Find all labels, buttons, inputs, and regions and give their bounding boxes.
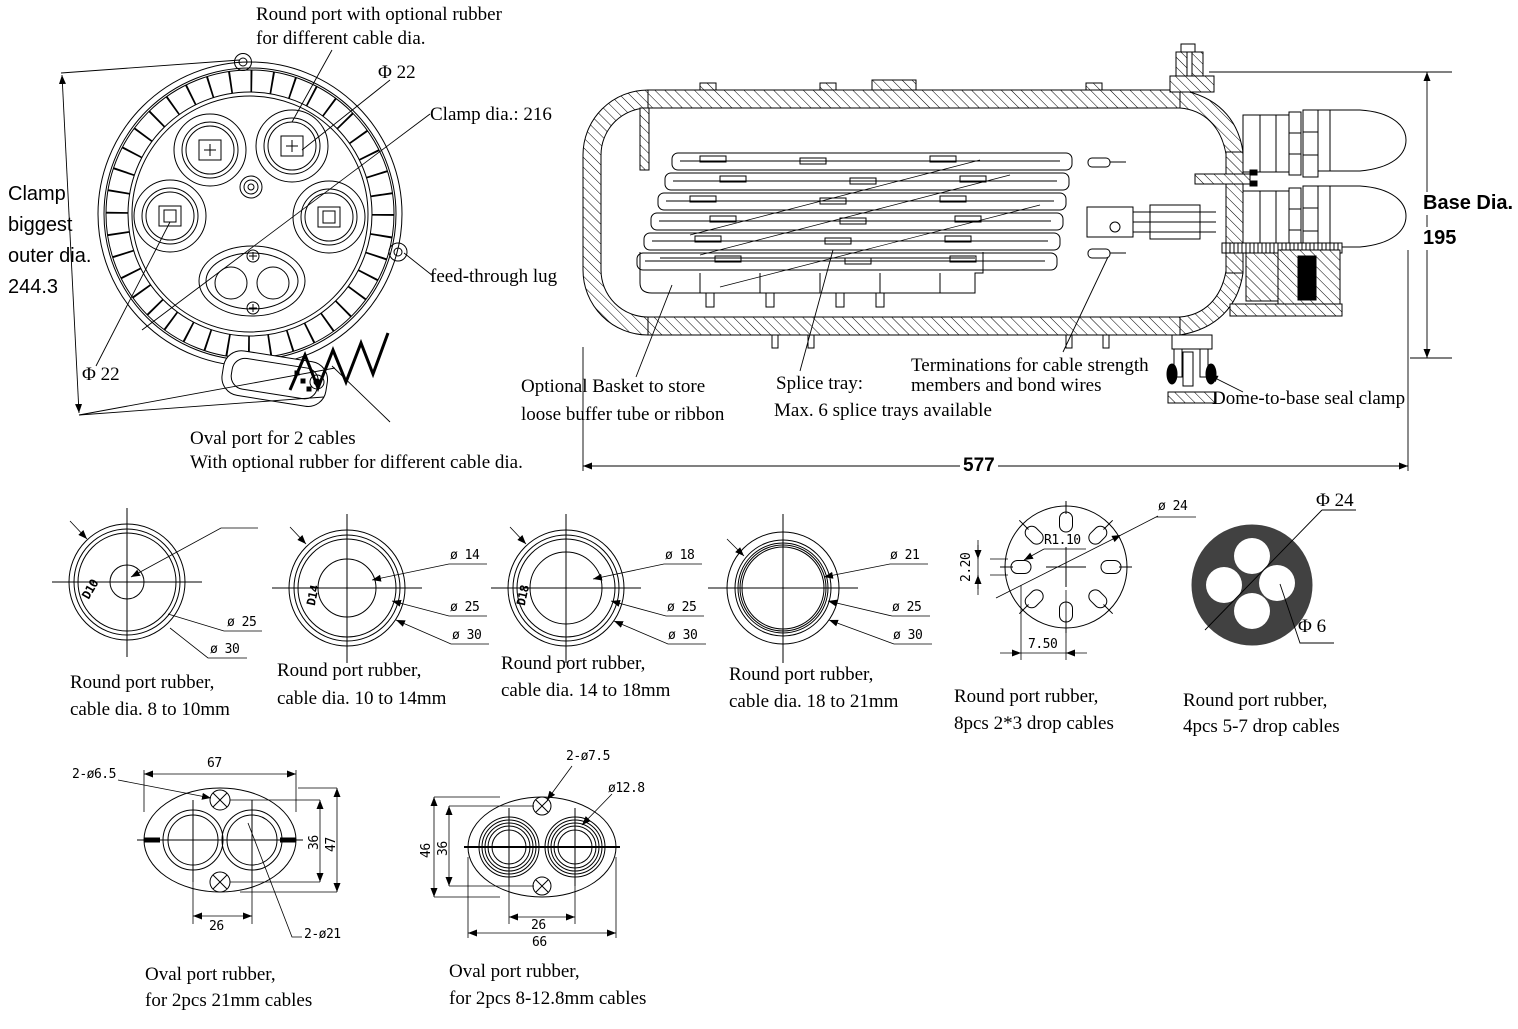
oval1-h36-dim: 36	[307, 835, 322, 850]
front-feed-through-label: feed-through lug	[430, 266, 558, 287]
side-splice-label-1: Splice tray:	[776, 373, 864, 394]
oval1-spacing-dim: 26	[209, 919, 224, 934]
rubber4-dim-25: ø 25	[892, 600, 922, 615]
rubber5-caption-1: Round port rubber,	[954, 686, 1099, 707]
rubber5-caption-2: 8pcs 2*3 drop cables	[954, 713, 1114, 734]
rubber5-dim-750: 7.50	[1028, 637, 1058, 652]
rubber-18-21	[708, 514, 932, 663]
rubber6-dim-6: Φ 6	[1298, 616, 1327, 637]
side-basket-label-2: loose buffer tube or ribbon	[521, 404, 725, 425]
oval2-screw-dim: 2-ø7.5	[566, 749, 610, 764]
front-oval-port-label-1: Oval port for 2 cables	[190, 428, 356, 449]
rubber2-caption-1: Round port rubber,	[277, 660, 422, 681]
oval1-h47-dim: 47	[324, 837, 339, 852]
rubber1-dim-30: ø 30	[210, 642, 240, 657]
rubber3-caption-2: cable dia. 14 to 18mm	[501, 680, 671, 701]
rubber-8-10	[52, 508, 262, 658]
rubber6-caption-1: Round port rubber,	[1183, 690, 1328, 711]
oval1-caption-1: Oval port rubber,	[145, 964, 276, 985]
oval1-bore-dim: 2-ø21	[304, 927, 341, 942]
rubber-10-14	[272, 514, 489, 663]
front-oval-port-label-2: With optional rubber for different cable…	[190, 452, 523, 473]
rubber1-dim-25: ø 25	[227, 615, 257, 630]
front-round-port-label-1: Round port with optional rubber	[256, 4, 502, 25]
oval2-caption-2: for 2pcs 8-12.8mm cables	[449, 988, 647, 1009]
oval1-screw-dim: 2-ø6.5	[72, 767, 116, 782]
rubber3-dim-30: ø 30	[668, 628, 698, 643]
side-view	[583, 44, 1452, 471]
front-dia22-bottom-label: Φ 22	[82, 364, 120, 385]
side-base-dia-label: Base Dia.	[1420, 192, 1517, 215]
front-clamp-outer-line3: outer dia.	[8, 245, 92, 267]
rubber6-dim-24: Φ 24	[1316, 490, 1354, 511]
oval2-ring-dim: ø12.8	[608, 781, 645, 796]
oval2-width-dim: 66	[532, 935, 547, 950]
rubber-14-18	[491, 514, 706, 663]
oval1-caption-2: for 2pcs 21mm cables	[145, 990, 313, 1011]
rubber2-dim-14: ø 14	[450, 548, 480, 563]
rubber2-dim-25: ø 25	[450, 600, 480, 615]
oval2-caption-1: Oval port rubber,	[449, 961, 580, 982]
rubber4-dim-21: ø 21	[890, 548, 920, 563]
round-rubbers	[52, 501, 1356, 663]
side-seal-clamp-label: Dome-to-base seal clamp	[1212, 388, 1406, 409]
cable-gland-lower	[1243, 186, 1406, 252]
cable-gland-upper	[1243, 110, 1406, 177]
oval-21mm	[118, 770, 341, 937]
front-clamp-outer-line4: 244.3	[8, 276, 59, 298]
front-clamp-outer-line2: biggest	[8, 214, 73, 236]
rubber6-caption-2: 4pcs 5-7 drop cables	[1183, 716, 1340, 737]
oval-rubbers	[118, 766, 620, 938]
oval2-h36-dim: 36	[436, 841, 451, 856]
rubber5-dim-r110: R1.10	[1044, 533, 1081, 548]
rubber3-caption-1: Round port rubber,	[501, 653, 646, 674]
front-oval-port	[199, 246, 305, 316]
side-terminations-label-1: Terminations for cable strength	[911, 355, 1149, 376]
front-view	[58, 50, 433, 422]
dome-base-clamp	[1167, 335, 1216, 403]
oval2-h46-dim: 46	[419, 843, 434, 858]
rubber2-dim-30: ø 30	[452, 628, 482, 643]
rubber-8pcs	[974, 501, 1196, 660]
front-leaders	[58, 50, 433, 422]
rubber4-caption-1: Round port rubber,	[729, 664, 874, 685]
rubber4-caption-2: cable dia. 18 to 21mm	[729, 691, 899, 712]
top-valve-stub	[1170, 44, 1214, 92]
side-length-dim: 577	[960, 455, 998, 477]
front-clamp-outer-line1: Clamp	[8, 183, 66, 205]
rubber2-caption-2: cable dia. 10 to 14mm	[277, 688, 447, 709]
rubber3-dim-25: ø 25	[667, 600, 697, 615]
front-round-ports	[134, 110, 365, 253]
rubber4-dim-30: ø 30	[893, 628, 923, 643]
rubber5-dim-24: ø 24	[1158, 499, 1188, 514]
side-splice-label-2: Max. 6 splice trays available	[774, 400, 992, 421]
rubber3-dim-18: ø 18	[665, 548, 695, 563]
oval-12-8mm	[430, 766, 620, 938]
front-dia22-top-label: Φ 22	[378, 62, 416, 83]
seal-spring-block	[1222, 243, 1342, 316]
oval1-width-dim: 67	[207, 756, 222, 771]
front-clamp-outer-label: Clamp biggest outer dia. 244.3	[8, 183, 91, 299]
splice-trays	[637, 153, 1072, 287]
side-base-dia-value: 195	[1420, 227, 1460, 250]
rubber5-dim-220: 2.20	[959, 552, 974, 582]
side-terminations-label-2: members and bond wires	[911, 375, 1102, 396]
oval2-spacing-dim: 26	[531, 918, 546, 933]
front-round-port-label-2: for different cable dia.	[256, 28, 426, 49]
front-clamp-dia-label: Clamp dia.: 216	[430, 104, 552, 125]
rubber-4pcs	[1192, 510, 1356, 645]
rubber1-caption-1: Round port rubber,	[70, 672, 215, 693]
storage-basket	[640, 252, 983, 307]
side-basket-label-1: Optional Basket to store	[521, 376, 706, 397]
rubber1-caption-2: cable dia. 8 to 10mm	[70, 699, 230, 720]
